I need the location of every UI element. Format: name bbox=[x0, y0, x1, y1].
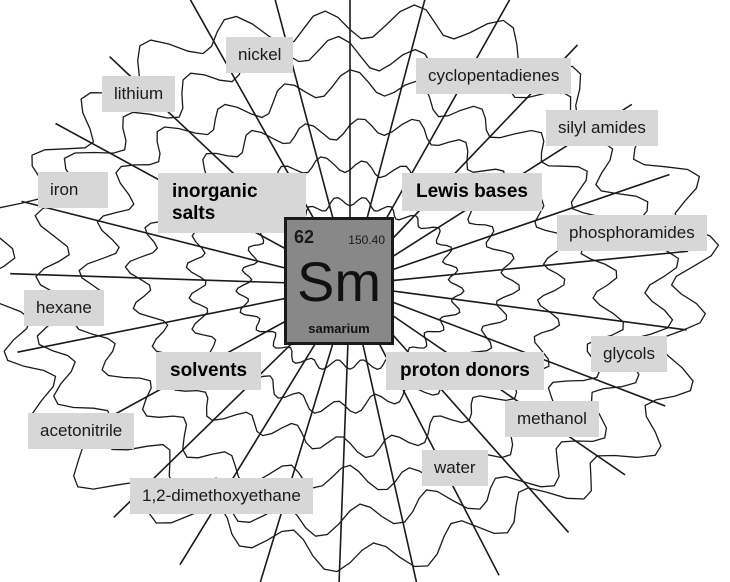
element-name: samarium bbox=[287, 321, 391, 336]
label-lithium-text: lithium bbox=[114, 84, 163, 103]
label-cyclopentadienes-text: cyclopentadienes bbox=[428, 66, 559, 85]
element-symbol: Sm bbox=[287, 250, 391, 314]
label-methanol-text: methanol bbox=[517, 409, 587, 428]
element-tile: 62 150.40 Sm samarium bbox=[284, 217, 394, 345]
label-silyl-amides-text: silyl amides bbox=[558, 118, 646, 137]
atomic-number: 62 bbox=[294, 227, 314, 248]
category-solvents-text: solvents bbox=[170, 360, 247, 381]
label-hexane: hexane bbox=[24, 290, 104, 326]
label-phosphoramides: phosphoramides bbox=[557, 215, 707, 251]
category-lewis-bases-text: Lewis bases bbox=[416, 181, 528, 202]
label-silyl-amides: silyl amides bbox=[546, 110, 658, 146]
category-lewis-bases: Lewis bases bbox=[402, 173, 542, 211]
label-iron-text: iron bbox=[50, 180, 78, 199]
label-water-text: water bbox=[434, 458, 476, 477]
label-methanol: methanol bbox=[505, 401, 599, 437]
category-proton-donors: proton donors bbox=[386, 352, 544, 390]
label-nickel: nickel bbox=[226, 37, 293, 73]
label-iron: iron bbox=[38, 172, 108, 208]
web-spoke-12 bbox=[390, 291, 687, 330]
web-spoke-7 bbox=[369, 0, 510, 250]
category-proton-donors-text: proton donors bbox=[400, 360, 530, 381]
label-glycols-text: glycols bbox=[603, 344, 655, 363]
label-lithium: lithium bbox=[102, 76, 175, 112]
label-dimethoxyethane: 1,2-dimethoxyethane bbox=[130, 478, 313, 514]
web-spoke-24 bbox=[10, 274, 310, 284]
label-dimethoxyethane-text: 1,2-dimethoxyethane bbox=[142, 486, 301, 505]
category-inorganic-salts-text: inorganic salts bbox=[172, 181, 258, 224]
atomic-mass: 150.40 bbox=[348, 233, 385, 247]
label-nickel-text: nickel bbox=[238, 45, 281, 64]
label-glycols: glycols bbox=[591, 336, 667, 372]
label-acetonitrile-text: acetonitrile bbox=[40, 421, 122, 440]
web-spoke-14 bbox=[382, 309, 625, 475]
label-water: water bbox=[422, 450, 488, 486]
label-phosphoramides-text: phosphoramides bbox=[569, 223, 695, 242]
category-solvents: solvents bbox=[156, 352, 261, 390]
label-cyclopentadienes: cyclopentadienes bbox=[416, 58, 571, 94]
label-acetonitrile: acetonitrile bbox=[28, 413, 134, 449]
label-hexane-text: hexane bbox=[36, 298, 92, 317]
